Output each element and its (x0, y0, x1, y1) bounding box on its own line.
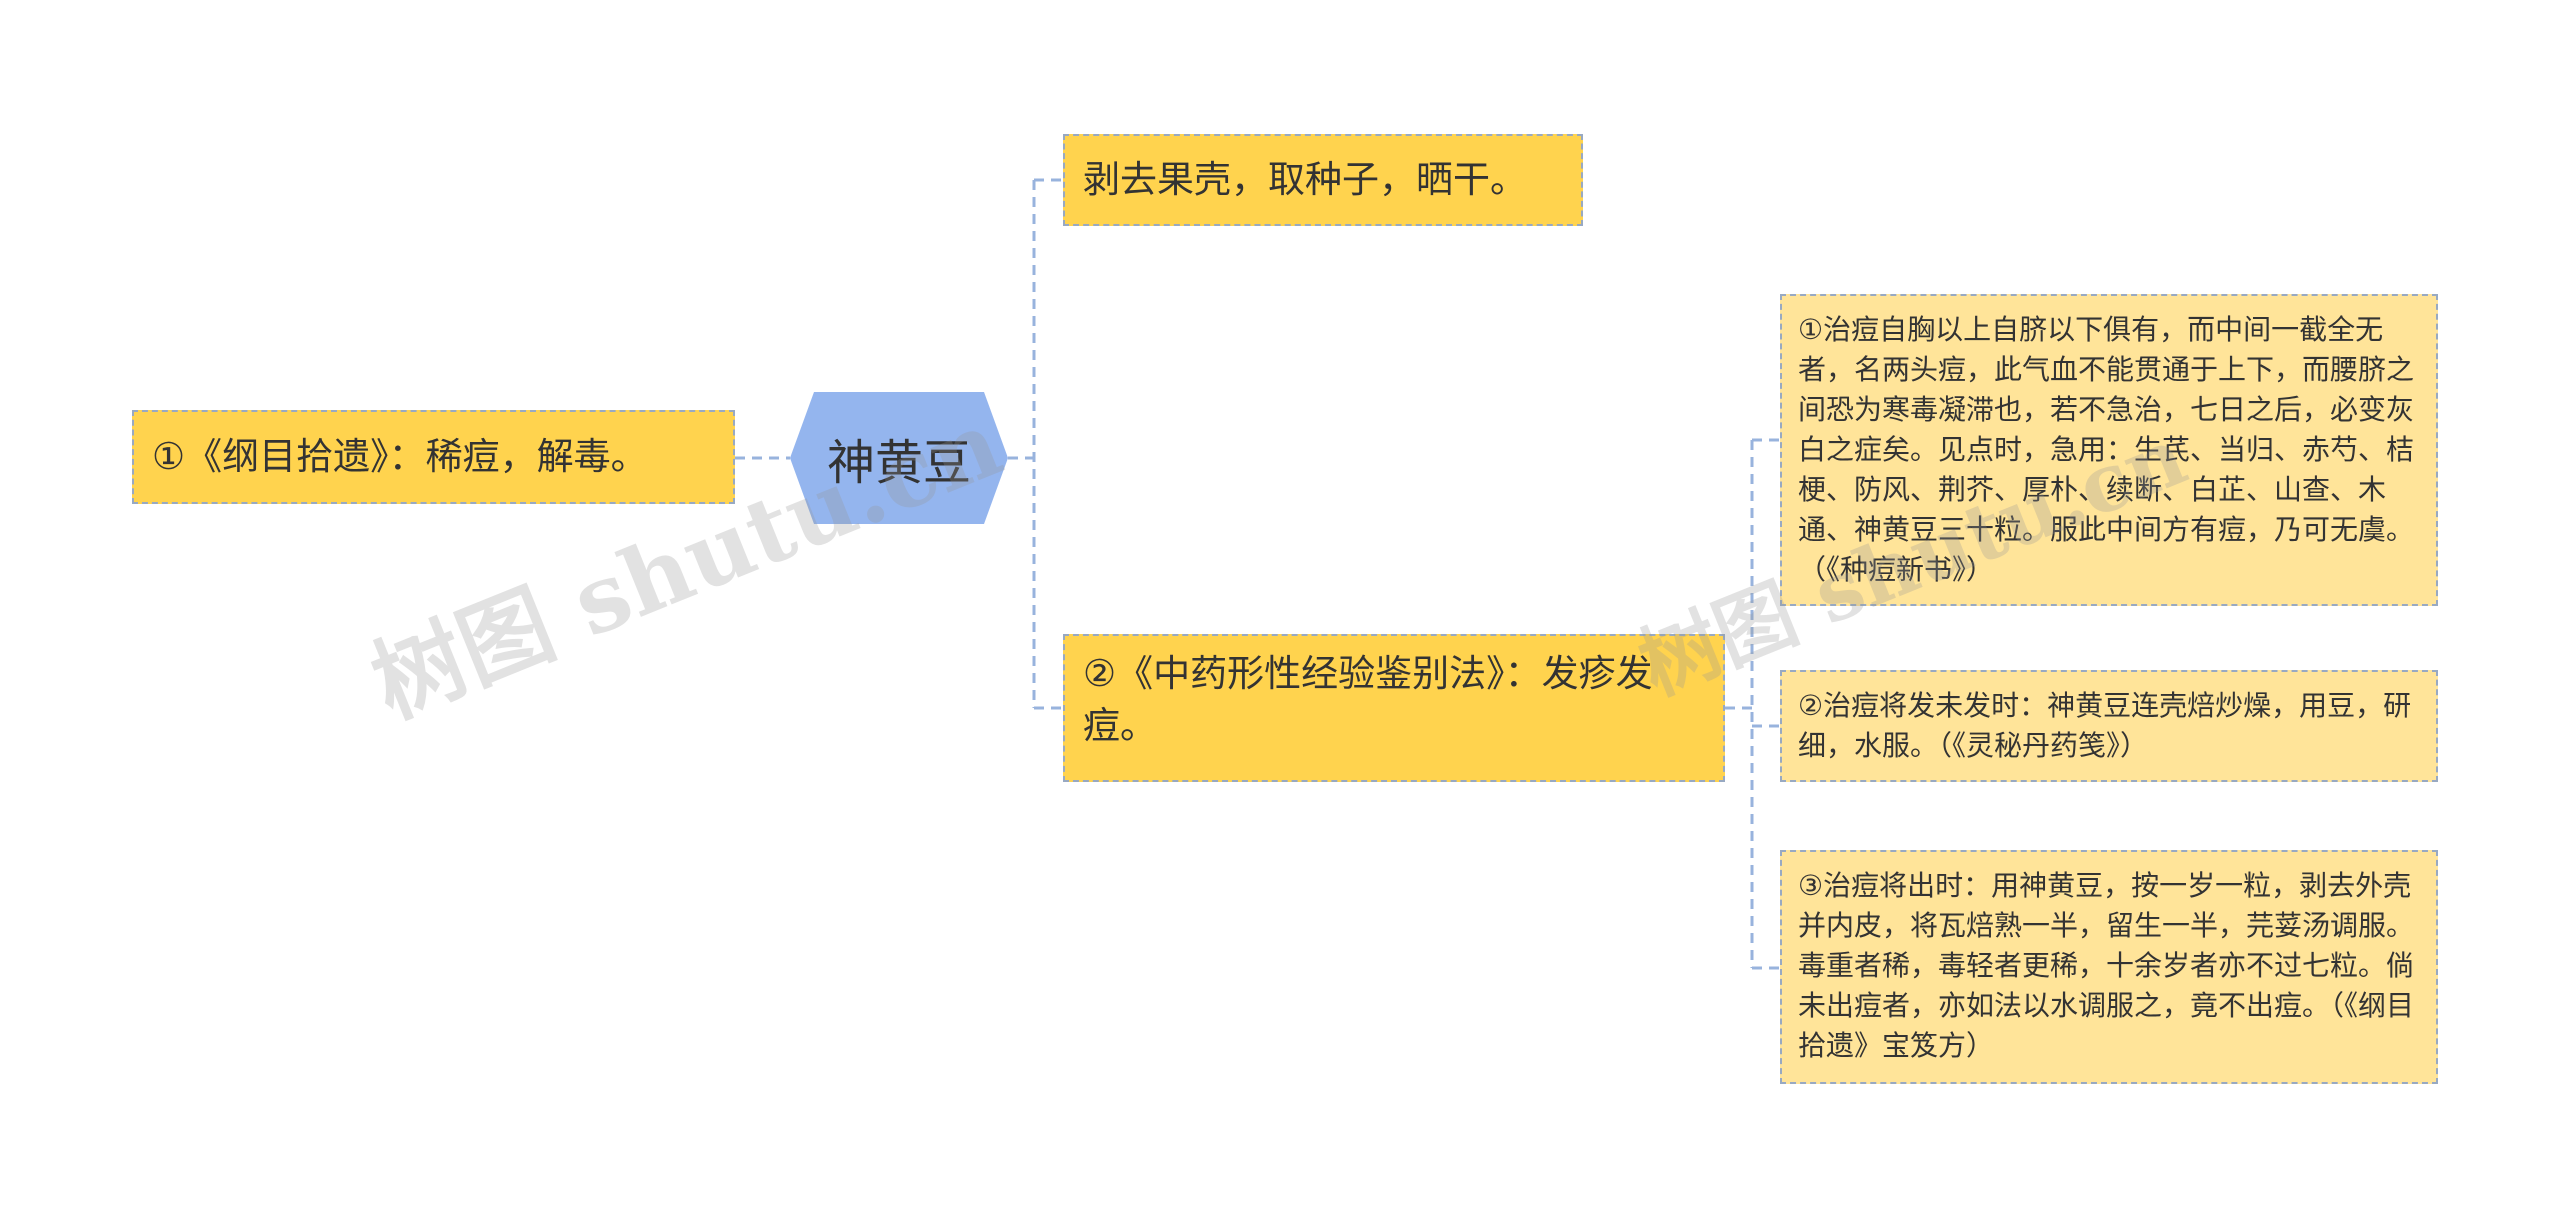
root-node-label: 神黄豆 (826, 435, 971, 491)
node-left-source[interactable]: ①《纲目拾遗》：稀痘，解毒。 (132, 410, 735, 504)
node-child-1[interactable]: ①治痘自胸以上自脐以下俱有，而中间一截全无者，名两头痘，此气血不能贯通于上下，而… (1780, 294, 2438, 606)
node-right-identification[interactable]: ②《中药形性经验鉴别法》：发疹发痘。 (1063, 634, 1725, 782)
node-child-3-label: ③治痘将出时：用神黄豆，按一岁一粒，剥去外壳并内皮，将瓦焙熟一半，留生一半，芫荽… (1798, 869, 2415, 1062)
node-right-processing-label: 剥去果壳，取种子，晒干。 (1083, 158, 1527, 201)
node-child-1-label: ①治痘自胸以上自脐以下俱有，而中间一截全无者，名两头痘，此气血不能贯通于上下，而… (1798, 313, 2415, 586)
node-left-source-label: ①《纲目拾遗》：稀痘，解毒。 (152, 435, 648, 478)
root-hexagon-shape (790, 392, 1008, 524)
node-child-2[interactable]: ②治痘将发未发时：神黄豆连壳焙炒燥，用豆，研细，水服。（《灵秘丹药笺》） (1780, 670, 2438, 782)
root-node[interactable]: 神黄豆 (790, 392, 1008, 524)
node-right-processing[interactable]: 剥去果壳，取种子，晒干。 (1063, 134, 1583, 226)
node-right-identification-label: ②《中药形性经验鉴别法》：发疹发痘。 (1083, 652, 1653, 747)
node-child-2-label: ②治痘将发未发时：神黄豆连壳焙炒燥，用豆，研细，水服。（《灵秘丹药笺》） (1798, 689, 2412, 762)
node-child-3[interactable]: ③治痘将出时：用神黄豆，按一岁一粒，剥去外壳并内皮，将瓦焙熟一半，留生一半，芫荽… (1780, 850, 2438, 1084)
